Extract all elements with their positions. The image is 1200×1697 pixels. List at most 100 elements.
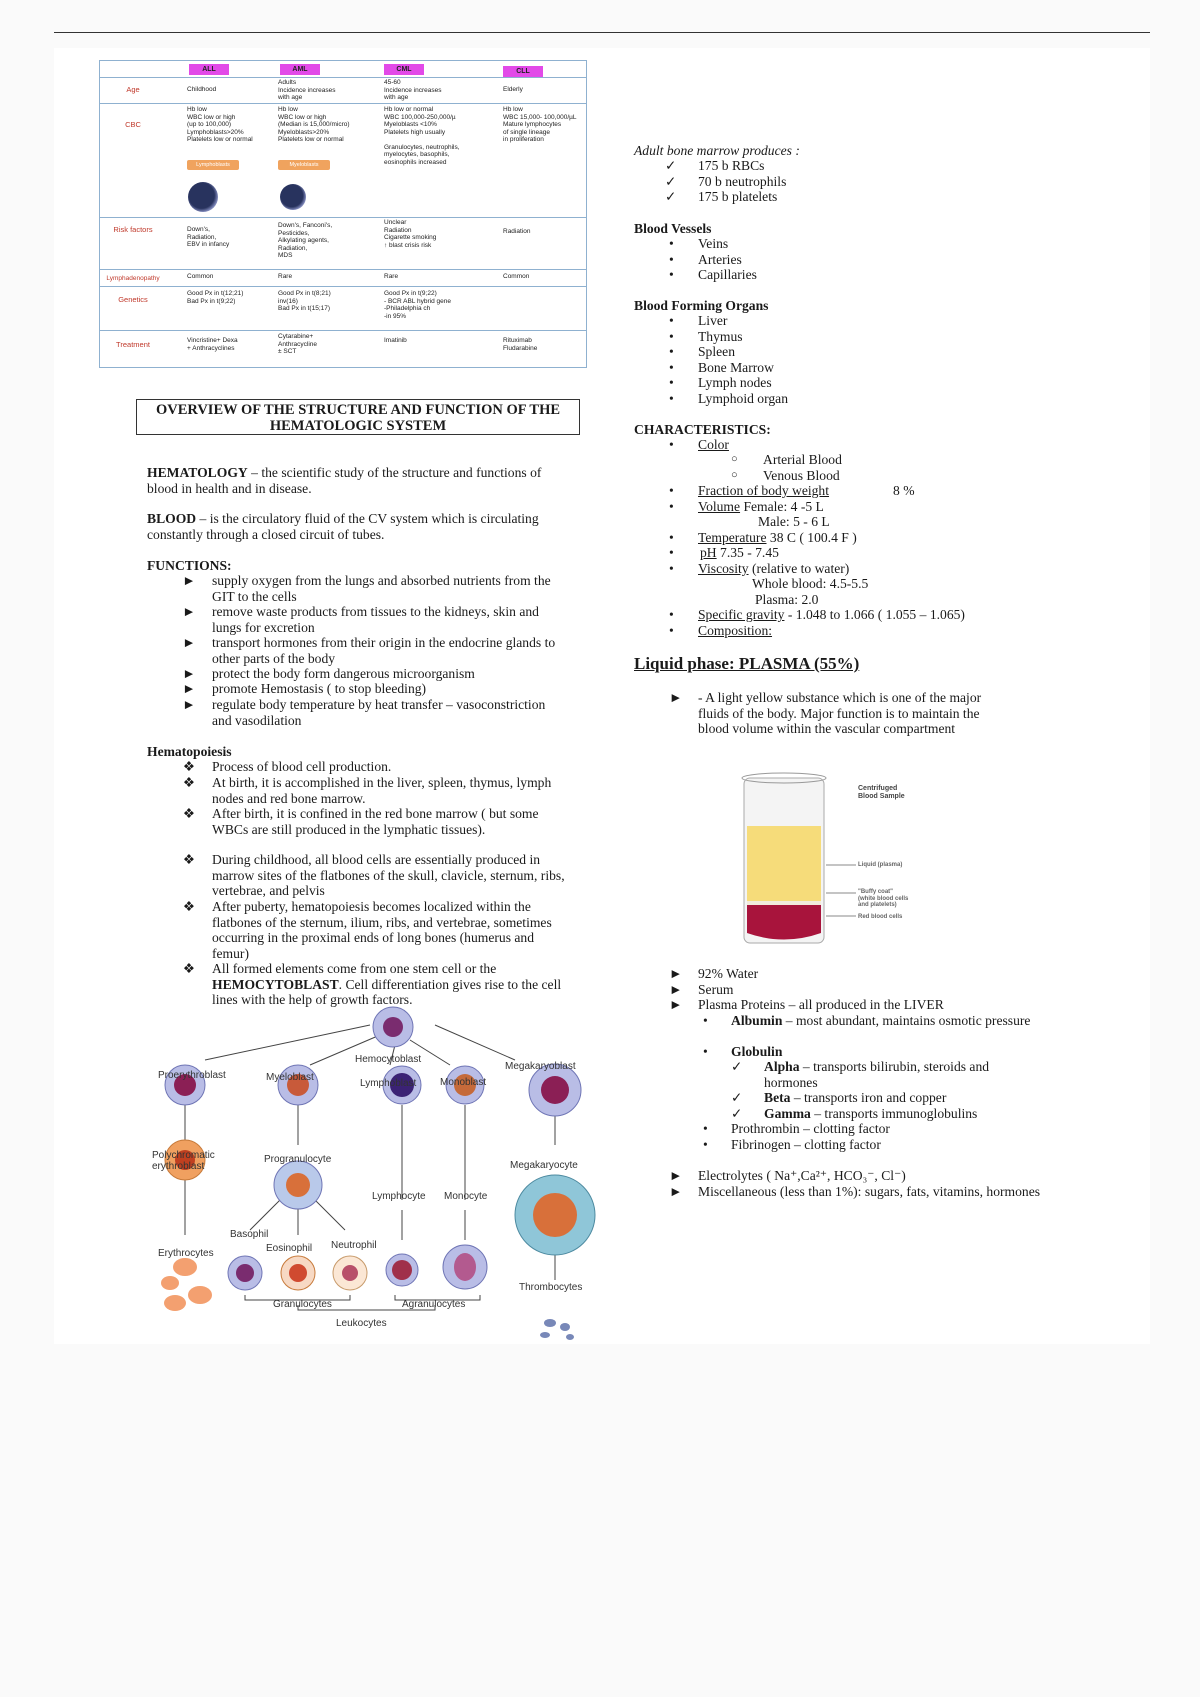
thrombocytes-label: Thrombocytes: [519, 1282, 583, 1293]
proerythroblast-label: Proerythroblast: [158, 1070, 226, 1081]
hematology-definition: HEMATOLOGY – the scientific study of the…: [147, 465, 567, 496]
plasma-tube-label: Liquid (plasma): [858, 862, 903, 868]
bullet-icon: •: [669, 267, 674, 282]
viscosity-label: Viscosity: [698, 561, 749, 576]
arrow-bullet-icon: ►: [182, 635, 196, 650]
agranulocytes-label: Agranulocytes: [402, 1299, 466, 1310]
table-cell: Common: [187, 273, 214, 280]
table-cell: Cytarabine+ Anthracycline ± SCT: [278, 333, 318, 355]
diamond-bullet-icon: ❖: [182, 759, 196, 774]
bullet-icon: •: [669, 483, 674, 498]
albumin-term: Albumin: [731, 1013, 783, 1028]
bullet-icon: •: [669, 623, 674, 638]
monocyte-label: Monocyte: [444, 1191, 488, 1202]
table-cell: Rare: [278, 273, 293, 280]
ph-line: pH 7.35 - 7.45: [700, 545, 779, 561]
temperature-value: 38 C ( 100.4 F ): [766, 530, 857, 545]
function-item: remove waste products from tissues to th…: [212, 604, 539, 635]
buffy-coat-label: "Buffy coat" (white blood cells and plat…: [858, 889, 909, 908]
table-cell: Rare: [384, 273, 399, 280]
vessel-item: Veins: [698, 236, 729, 251]
table-cell: Childhood: [187, 86, 217, 93]
beta-term: Beta: [764, 1090, 791, 1105]
function-item: protect the body form dangerous microorg…: [212, 666, 475, 681]
fraction-label: Fraction of body weight: [698, 483, 830, 498]
color-label: Color: [698, 437, 729, 452]
arrow-bullet-icon: ►: [182, 666, 196, 681]
specific-gravity-label: Specific gravity: [698, 607, 785, 622]
bullet-icon: •: [669, 344, 674, 359]
arrow-bullet-icon: ►: [669, 997, 683, 1012]
circle-bullet-icon: ○: [731, 453, 738, 465]
ph-value: 7.35 - 7.45: [716, 545, 779, 560]
fraction-value: 8 %: [893, 483, 915, 498]
row-label: Age: [126, 85, 140, 94]
arterial-blood: Arterial Blood: [763, 452, 842, 467]
diamond-bullet-icon: ❖: [182, 806, 196, 821]
volume-female: Female: 4 -5 L: [740, 499, 824, 514]
electrolytes-item: Electrolytes ( Na⁺,Ca²⁺, HCO₃⁻, Cl⁻): [698, 1168, 906, 1183]
blood-definition: BLOOD – is the circulatory fluid of the …: [147, 511, 567, 542]
tube-title: Centrifuged Blood Sample: [858, 785, 905, 800]
viscosity-value: (relative to water): [748, 561, 850, 576]
row-label: Genetics: [118, 295, 148, 304]
function-item: supply oxygen from the lungs and absorbe…: [212, 573, 551, 604]
plasma-proteins-item: Plasma Proteins – all produced in the LI…: [698, 997, 944, 1012]
centrifuged-tube-illustration: [741, 772, 827, 944]
blood-term: BLOOD: [147, 511, 197, 526]
table-cell: Good Px in t(12;21) Bad Px in t(9;22): [187, 290, 244, 305]
table-cell: Unclear Radiation Cigarette smoking ↑ bl…: [384, 219, 437, 249]
arrow-bullet-icon: ►: [182, 604, 196, 619]
table-row: Age Childhood Adults Incidence increases…: [100, 77, 586, 103]
check-icon: ✓: [731, 1059, 743, 1074]
bullet-icon: •: [703, 1044, 708, 1059]
bullet-icon: •: [669, 375, 674, 390]
bullet-icon: •: [669, 236, 674, 251]
functions-heading: FUNCTIONS:: [147, 558, 232, 573]
table-cell: Down's, Fanconi's, Pesticides, Alkylatin…: [278, 222, 333, 259]
table-cell: 45-60 Incidence increases with age: [384, 79, 442, 101]
polychromatic-erythroblast-label: Polychromatic erythroblast: [152, 1150, 215, 1172]
table-header-cll: CLL: [503, 66, 543, 77]
function-item: regulate body temperature by heat transf…: [212, 697, 546, 728]
vessel-item: Arteries: [698, 252, 742, 267]
lymphocyte-label: Lymphocyte: [372, 1191, 426, 1202]
hematopoiesis-item: After puberty, hematopoiesis becomes loc…: [212, 899, 552, 961]
hematopoiesis-heading: Hematopoiesis: [147, 744, 232, 759]
hematology-term: HEMATOLOGY: [147, 465, 248, 480]
bullet-icon: •: [669, 545, 674, 560]
leukemia-table: ALL AML CML CLL Age Childhood Adults Inc…: [99, 60, 587, 368]
megakaryocyte-label: Megakaryocyte: [510, 1160, 578, 1171]
diamond-bullet-icon: ❖: [182, 775, 196, 790]
diamond-bullet-icon: ❖: [182, 899, 196, 914]
table-cell: Hb low or normal WBC 100,000-250,000/µ M…: [384, 106, 460, 166]
eosinophil-label: Eosinophil: [266, 1243, 313, 1254]
plasma-viscosity: Plasma: 2.0: [755, 592, 819, 607]
function-item: promote Hemostasis ( to stop bleeding): [212, 681, 427, 696]
hematopoiesis-item: At birth, it is accomplished in the live…: [212, 775, 552, 806]
lymphoblast-cell-image: [188, 182, 218, 212]
specific-gravity-value: - 1.048 to 1.066 ( 1.055 – 1.065): [784, 607, 965, 622]
diamond-bullet-icon: ❖: [182, 961, 196, 976]
bullet-icon: •: [669, 391, 674, 406]
table-row: CBC Hb low WBC low or high (up to 100,00…: [100, 103, 586, 217]
neutrophil-label: Neutrophil: [331, 1240, 377, 1251]
organ-item: Spleen: [698, 344, 735, 359]
table-cell: Adults Incidence increases with age: [278, 79, 336, 101]
bullet-icon: •: [703, 1137, 708, 1152]
alpha-desc: – transports bilirubin, steroids and hor…: [764, 1059, 990, 1090]
bullet-icon: •: [669, 252, 674, 267]
circle-bullet-icon: ○: [731, 469, 738, 481]
table-cell: Rituximab Fludarabine: [503, 337, 538, 352]
bullet-icon: •: [669, 360, 674, 375]
basophil-label: Basophil: [230, 1229, 269, 1240]
table-cell: Good Px in t(9;22) - BCR ABL hybrid gene…: [384, 290, 451, 320]
check-icon: ✓: [665, 158, 677, 173]
albumin-item: Albumin – most abundant, maintains osmot…: [731, 1013, 1031, 1029]
hematopoiesis-item: After birth, it is confined in the red b…: [212, 806, 539, 837]
blood-text: – is the circulatory fluid of the CV sys…: [147, 511, 539, 542]
venous-blood: Venous Blood: [763, 468, 840, 483]
water-item: 92% Water: [698, 966, 759, 981]
organ-item: Bone Marrow: [698, 360, 774, 375]
table-cell: Hb low WBC 15,000- 100,000/µL Mature lym…: [503, 106, 577, 143]
